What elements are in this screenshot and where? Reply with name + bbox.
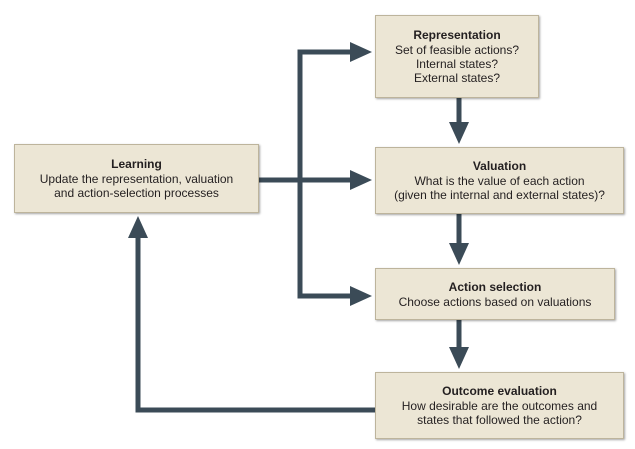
representation-title: Representation bbox=[413, 28, 501, 42]
learning-box: Learning Update the representation, valu… bbox=[14, 144, 259, 213]
arrowhead-down-outcome bbox=[449, 347, 469, 369]
representation-line-1: Set of feasible actions? bbox=[394, 43, 520, 57]
arrowhead-down-action-selection bbox=[449, 243, 469, 265]
arrowhead-valuation bbox=[350, 170, 372, 190]
learning-line-2: and action-selection processes bbox=[54, 186, 219, 200]
valuation-line-2: (given the internal and external states)… bbox=[394, 188, 605, 202]
outcome-evaluation-line-1: How desirable are the outcomes and bbox=[401, 399, 598, 413]
valuation-title: Valuation bbox=[472, 159, 527, 173]
action-selection-title: Action selection bbox=[448, 279, 542, 294]
representation-line-3: External states? bbox=[413, 71, 501, 85]
arrow-branch-to-representation bbox=[297, 49, 352, 180]
valuation-box: Valuation What is the value of each acti… bbox=[375, 147, 624, 214]
arrowhead-action-selection bbox=[350, 286, 372, 306]
arrowhead-representation bbox=[350, 42, 372, 62]
action-selection-box: Action selection Choose actions based on… bbox=[375, 268, 615, 320]
arrowhead-learning bbox=[128, 216, 148, 238]
representation-box: Representation Set of feasible actions? … bbox=[375, 15, 539, 98]
action-selection-line-1: Choose actions based on valuations bbox=[398, 294, 592, 309]
learning-line-1: Update the representation, valuation bbox=[39, 172, 234, 186]
valuation-line-1: What is the value of each action bbox=[414, 174, 585, 188]
representation-line-2: Internal states? bbox=[415, 57, 499, 71]
learning-title: Learning bbox=[111, 157, 162, 171]
arrow-branch-to-action-selection bbox=[297, 180, 352, 299]
arrowhead-down-valuation bbox=[449, 122, 469, 144]
outcome-evaluation-box: Outcome evaluation How desirable are the… bbox=[375, 372, 624, 439]
outcome-evaluation-line-2: states that followed the action? bbox=[417, 413, 582, 427]
outcome-evaluation-title: Outcome evaluation bbox=[442, 384, 557, 398]
arrow-outcome-to-learning bbox=[135, 236, 375, 413]
